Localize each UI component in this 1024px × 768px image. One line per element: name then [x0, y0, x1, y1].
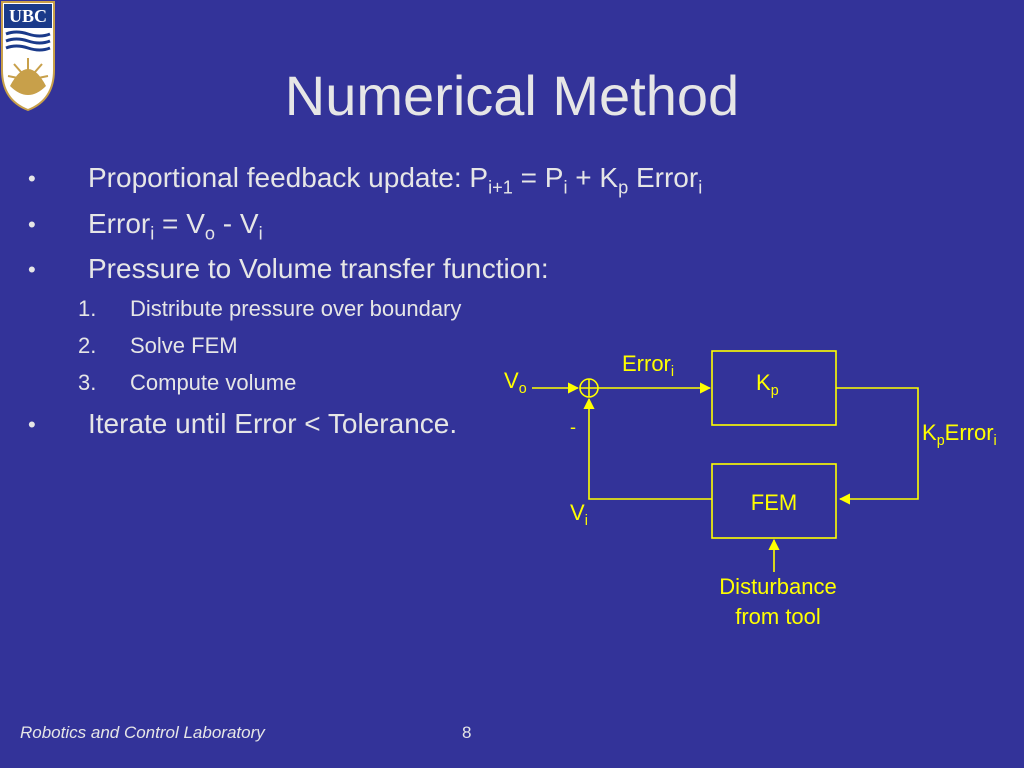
fem-block	[711, 463, 837, 539]
bullet-feedback-update: Proportional feedback update: Pi+1 = Pi …	[88, 162, 703, 198]
bullet-dot: •	[28, 412, 36, 437]
step-number: 1.	[78, 296, 97, 321]
vi-label: Vi	[570, 500, 588, 529]
minus-sign: -	[570, 417, 576, 437]
page-number: 8	[462, 723, 472, 742]
error-label: Errori	[622, 351, 675, 380]
ubc-logo: UBC	[1, 1, 55, 112]
step-text: Distribute pressure over boundary	[130, 296, 462, 321]
kperror-path	[836, 387, 919, 505]
footer-lab-name: Robotics and Control Laboratory	[20, 723, 265, 742]
kp-block-label: Kp	[756, 370, 779, 399]
vo-label: Vo	[504, 368, 527, 397]
step-number: 2.	[78, 333, 97, 358]
vi-feedback-path	[583, 397, 712, 500]
bullet-iterate: Iterate until Error < Tolerance.	[88, 408, 458, 439]
bullet-dot: •	[28, 212, 36, 237]
bullet-error-definition: Errori = Vo - Vi	[88, 208, 263, 244]
bullet-dot: •	[28, 257, 36, 282]
step-number: 3.	[78, 370, 97, 395]
step-text: Solve FEM	[130, 333, 238, 358]
bullet-dot: •	[28, 166, 36, 191]
svg-text:UBC: UBC	[9, 6, 47, 26]
fem-block-label: FEM	[750, 490, 798, 515]
bullet-transfer-function: Pressure to Volume transfer function:	[88, 253, 549, 284]
kperror-label: KpErrori	[922, 420, 997, 449]
disturbance-label: Disturbance from tool	[719, 574, 837, 629]
step-text: Compute volume	[130, 370, 297, 395]
slide-title: Numerical Method	[284, 64, 740, 127]
